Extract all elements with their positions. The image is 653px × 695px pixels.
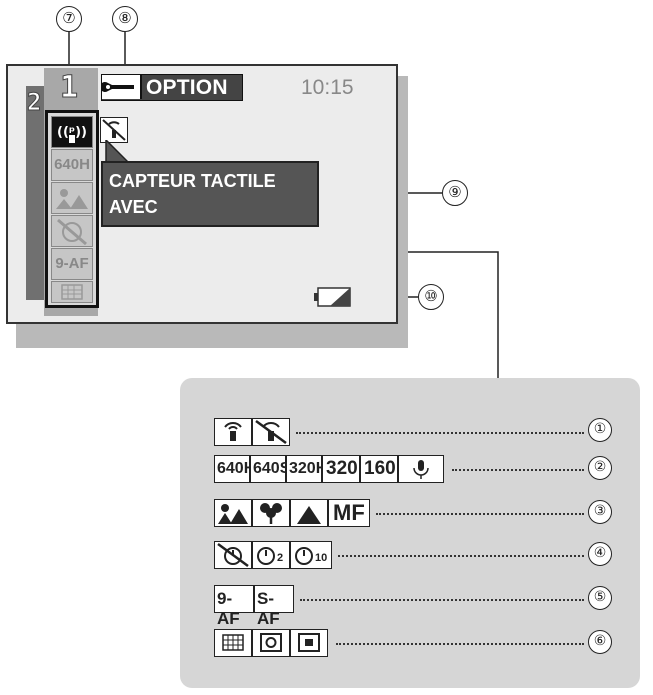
legend-res-320h: 320H: [286, 455, 327, 483]
menu-item-resolution[interactable]: 640H: [51, 149, 93, 181]
tooltip-line-1: CAPTEUR TACTILE: [109, 171, 276, 191]
legend-focus-macro: [252, 499, 290, 527]
touch-sensor-on-icon: ((ᵖ)): [57, 125, 87, 143]
legend-meter-spot: [290, 629, 328, 657]
legend-leader-3: [376, 511, 584, 515]
manual-focus-icon: MF: [333, 500, 365, 525]
legend-voice: [398, 455, 444, 483]
callout-10: ⑩: [418, 284, 444, 310]
menu-item-light-metering[interactable]: [51, 281, 93, 303]
legend-res-320: 320: [322, 455, 360, 483]
callout-8: ⑧: [112, 6, 138, 32]
legend-leader-2: [452, 467, 584, 471]
legend-leader-4: [338, 553, 584, 557]
legend-number-4: ④: [588, 542, 612, 566]
timer-10-label: 10: [315, 552, 328, 564]
svg-text:((ᵖ)): ((ᵖ)): [57, 125, 87, 140]
tab-2[interactable]: 2: [26, 86, 48, 300]
9-point-af-icon: 9-AF: [217, 589, 240, 628]
callout-9: ⑨: [442, 180, 468, 206]
touch-sensor-off-icon: [102, 119, 126, 141]
option-menu: ((ᵖ)) 640H 9-AF: [45, 110, 99, 308]
legend-number-2: ②: [588, 456, 612, 480]
legend-touch-on: [214, 418, 252, 446]
touch-sensor-off-icon: [255, 419, 287, 445]
legend-number-3: ③: [588, 500, 612, 524]
tab-1-label: 1: [59, 70, 79, 106]
legend-meter-multi: [214, 629, 252, 657]
legend-focus-infinity: [290, 499, 328, 527]
legend-timer-2: 2: [252, 541, 290, 569]
wrench-icon: [100, 75, 142, 99]
legend-af-spot: S-AF: [254, 585, 294, 628]
legend-af-9: 9-AF: [214, 585, 254, 628]
legend-leader-1: [296, 430, 584, 434]
callout-7: ⑦: [56, 6, 82, 32]
spot-af-icon: S-AF: [257, 589, 280, 628]
menu-item-focus-range[interactable]: [51, 182, 93, 214]
tooltip-touch-sensor: CAPTEUR TACTILE AVEC: [101, 161, 319, 227]
legend-leader-5: [300, 597, 584, 601]
legend-meter-center: [252, 629, 290, 657]
clock: 10:15: [301, 76, 354, 99]
resolution-640h-icon: 640H: [217, 460, 256, 477]
self-timer-off-icon: [217, 542, 249, 568]
legend-timer-10: 10: [290, 541, 332, 569]
resolution-640s-icon: 640S: [253, 460, 291, 477]
legend-number-6: ⑥: [588, 630, 612, 654]
spot-metering-icon: [298, 633, 320, 652]
legend-leader-6: [336, 641, 584, 645]
legend-res-160: 160: [360, 455, 398, 483]
legend-number-5: ⑤: [588, 586, 612, 610]
option-header: OPTION: [100, 74, 243, 101]
mountain-icon: [297, 506, 321, 524]
tooltip-line-2: AVEC: [109, 197, 158, 217]
resolution-320h-icon: 320H: [289, 460, 328, 477]
legend-res-640h: 640H: [214, 455, 255, 483]
menu-item-focus-area[interactable]: 9-AF: [51, 248, 93, 280]
legend-touch-off: [252, 418, 290, 446]
light-metering-icon: [61, 284, 83, 300]
self-timer-icon: [295, 547, 313, 565]
battery-icon: [314, 287, 351, 307]
resolution-320-icon: 320: [326, 458, 358, 479]
focus-range-icon: [56, 189, 88, 209]
legend-focus-standard: [214, 499, 252, 527]
portrait-landscape-icon: [218, 504, 248, 524]
option-title: OPTION: [146, 76, 228, 99]
resolution-icon: 640H: [54, 156, 90, 173]
battery-indicator: [314, 286, 352, 308]
self-timer-icon: [257, 547, 275, 565]
legend-number-1: ①: [588, 418, 612, 442]
microphone-icon: [413, 460, 429, 479]
legend-focus-manual: MF: [328, 499, 370, 527]
resolution-160-icon: 160: [364, 458, 396, 479]
menu-item-self-timer[interactable]: [51, 215, 93, 247]
focus-area-icon: 9-AF: [55, 255, 89, 272]
tab-2-label: 2: [26, 88, 42, 117]
legend-timer-off: [214, 541, 252, 569]
macro-flower-icon: [260, 503, 282, 524]
legend-res-640s: 640S: [250, 455, 290, 483]
self-timer-off-icon: [57, 218, 87, 246]
menu-item-touch-sensor[interactable]: ((ᵖ)): [51, 116, 93, 148]
touch-sensor-on-icon: [224, 422, 242, 441]
touch-sensor-off-option[interactable]: [100, 117, 128, 143]
center-weighted-metering-icon: [260, 633, 282, 652]
multi-metering-icon: [222, 634, 244, 651]
timer-2-label: 2: [277, 552, 284, 564]
